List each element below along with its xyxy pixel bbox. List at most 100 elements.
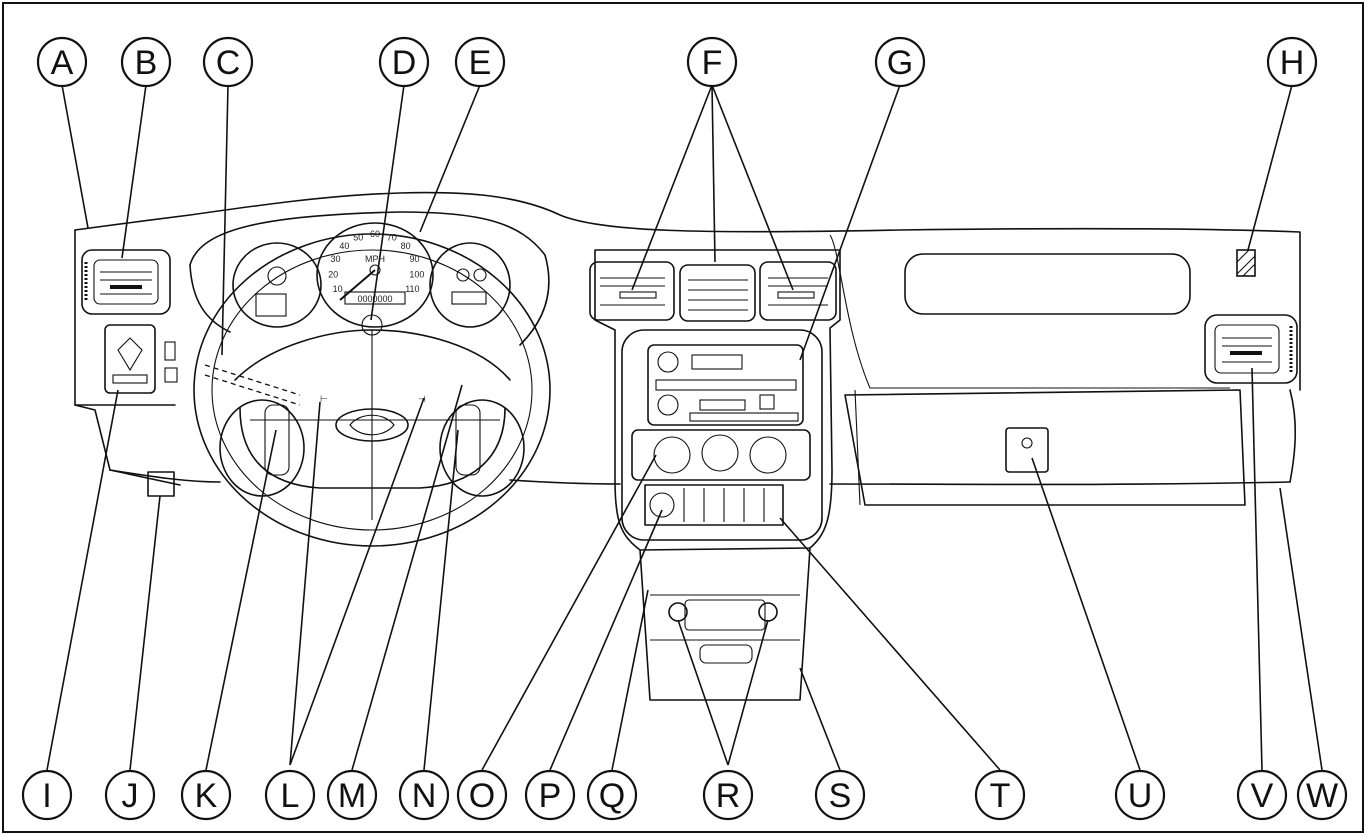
speed-unit-label: MPH (365, 254, 385, 264)
callout-circle-i (21, 769, 73, 821)
callout-s: S (814, 769, 866, 821)
callouts-top: A B C D E F G H (36, 36, 1318, 88)
callout-circle-p (524, 769, 576, 821)
callout-d: D (378, 36, 430, 88)
speed-tick-label: 90 (409, 254, 419, 264)
speed-tick-label: 110 (405, 284, 419, 294)
callout-k: K (180, 769, 232, 821)
center-vents (589, 261, 837, 322)
callout-label-l: L (281, 777, 300, 815)
callout-label-q: Q (599, 777, 625, 815)
speed-tick-label: 50 (353, 232, 363, 242)
callout-b: B (120, 36, 172, 88)
callout-circle-k (180, 769, 232, 821)
callout-circle-t (974, 769, 1026, 821)
speed-tick-label: 20 (328, 269, 338, 279)
steering-wheel: ⊢ ⊣ (193, 233, 551, 547)
climate-controls (631, 429, 811, 481)
callout-q: Q (586, 769, 638, 821)
callout-f: F (686, 36, 738, 88)
callout-circle-g (874, 36, 926, 88)
glovebox-lock (1005, 427, 1049, 473)
callout-circle-l (264, 769, 316, 821)
callout-circle-o (456, 769, 508, 821)
callout-m: M (326, 769, 378, 821)
callout-circle-u (1114, 769, 1166, 821)
callout-label-p: P (539, 777, 562, 815)
radio-unit (647, 344, 804, 426)
callout-label-d: D (392, 44, 417, 82)
callout-label-e: E (469, 44, 492, 82)
instrument-cluster: MPH 0000000 10 20 30 40 50 60 70 80 90 100 110 (232, 222, 511, 328)
callout-circle-f (686, 36, 738, 88)
speed-tick-label: 10 (333, 284, 343, 294)
callout-label-f: F (702, 44, 723, 82)
speedometer-ticks: 10 20 30 40 50 60 70 80 90 100 110 (328, 229, 424, 294)
callout-l: L (264, 769, 316, 821)
power-outlet-right (758, 602, 778, 622)
callout-c: C (202, 36, 254, 88)
callout-w: W (1296, 769, 1348, 821)
callout-label-h: H (1280, 44, 1305, 82)
callout-circle-v (1236, 769, 1288, 821)
speed-tick-label: 60 (370, 229, 380, 239)
headlamp-switch (104, 324, 178, 394)
callout-circle-w (1296, 769, 1348, 821)
callout-n: N (398, 769, 450, 821)
dashboard-outline (74, 191, 1301, 701)
callout-circle-n (398, 769, 450, 821)
speed-tick-label: 40 (339, 241, 349, 251)
callout-label-g: G (887, 44, 913, 82)
callout-label-c: C (216, 44, 241, 82)
speed-tick-label: 30 (330, 254, 340, 264)
callout-label-m: M (338, 777, 366, 815)
callout-circle-q (586, 769, 638, 821)
callout-label-u: U (1128, 777, 1153, 815)
callout-label-v: V (1251, 777, 1274, 815)
left-vent (81, 249, 171, 315)
callout-label-w: W (1306, 777, 1338, 815)
callout-j: J (104, 769, 156, 821)
hood-release (147, 471, 175, 497)
leader-lines (46, 84, 1323, 771)
callout-circle-m (326, 769, 378, 821)
callout-circle-c (202, 36, 254, 88)
callout-label-r: R (716, 777, 741, 815)
callout-label-s: S (829, 777, 852, 815)
callout-h: H (1266, 36, 1318, 88)
callout-u: U (1114, 769, 1166, 821)
callout-circle-r (702, 769, 754, 821)
callout-circle-d (378, 36, 430, 88)
callout-r: R (702, 769, 754, 821)
callout-circle-e (454, 36, 506, 88)
power-outlet-left (668, 602, 688, 622)
passenger-vent (1204, 314, 1298, 384)
callout-v: V (1236, 769, 1288, 821)
callout-label-b: B (135, 44, 158, 82)
callout-circle-b (120, 36, 172, 88)
callout-label-t: T (990, 777, 1011, 815)
callout-circle-s (814, 769, 866, 821)
callout-i: I (21, 769, 73, 821)
callout-t: T (974, 769, 1026, 821)
speed-tick-label: 70 (387, 232, 397, 242)
callout-o: O (456, 769, 508, 821)
speed-tick-label: 80 (401, 241, 411, 251)
callout-circle-a (36, 36, 88, 88)
callout-a: A (36, 36, 88, 88)
speed-tick-label: 100 (409, 269, 424, 279)
odometer-readout: 0000000 (357, 294, 392, 304)
airbag-label (1236, 249, 1256, 277)
horn-symbol-right: ⊣ (418, 394, 426, 404)
callout-label-i: I (42, 777, 51, 815)
callout-circle-h (1266, 36, 1318, 88)
horn-symbol-left: ⊢ (320, 394, 328, 404)
callout-label-o: O (469, 777, 495, 815)
callout-p: P (524, 769, 576, 821)
switch-bank (644, 484, 784, 526)
callout-label-n: N (412, 777, 437, 815)
